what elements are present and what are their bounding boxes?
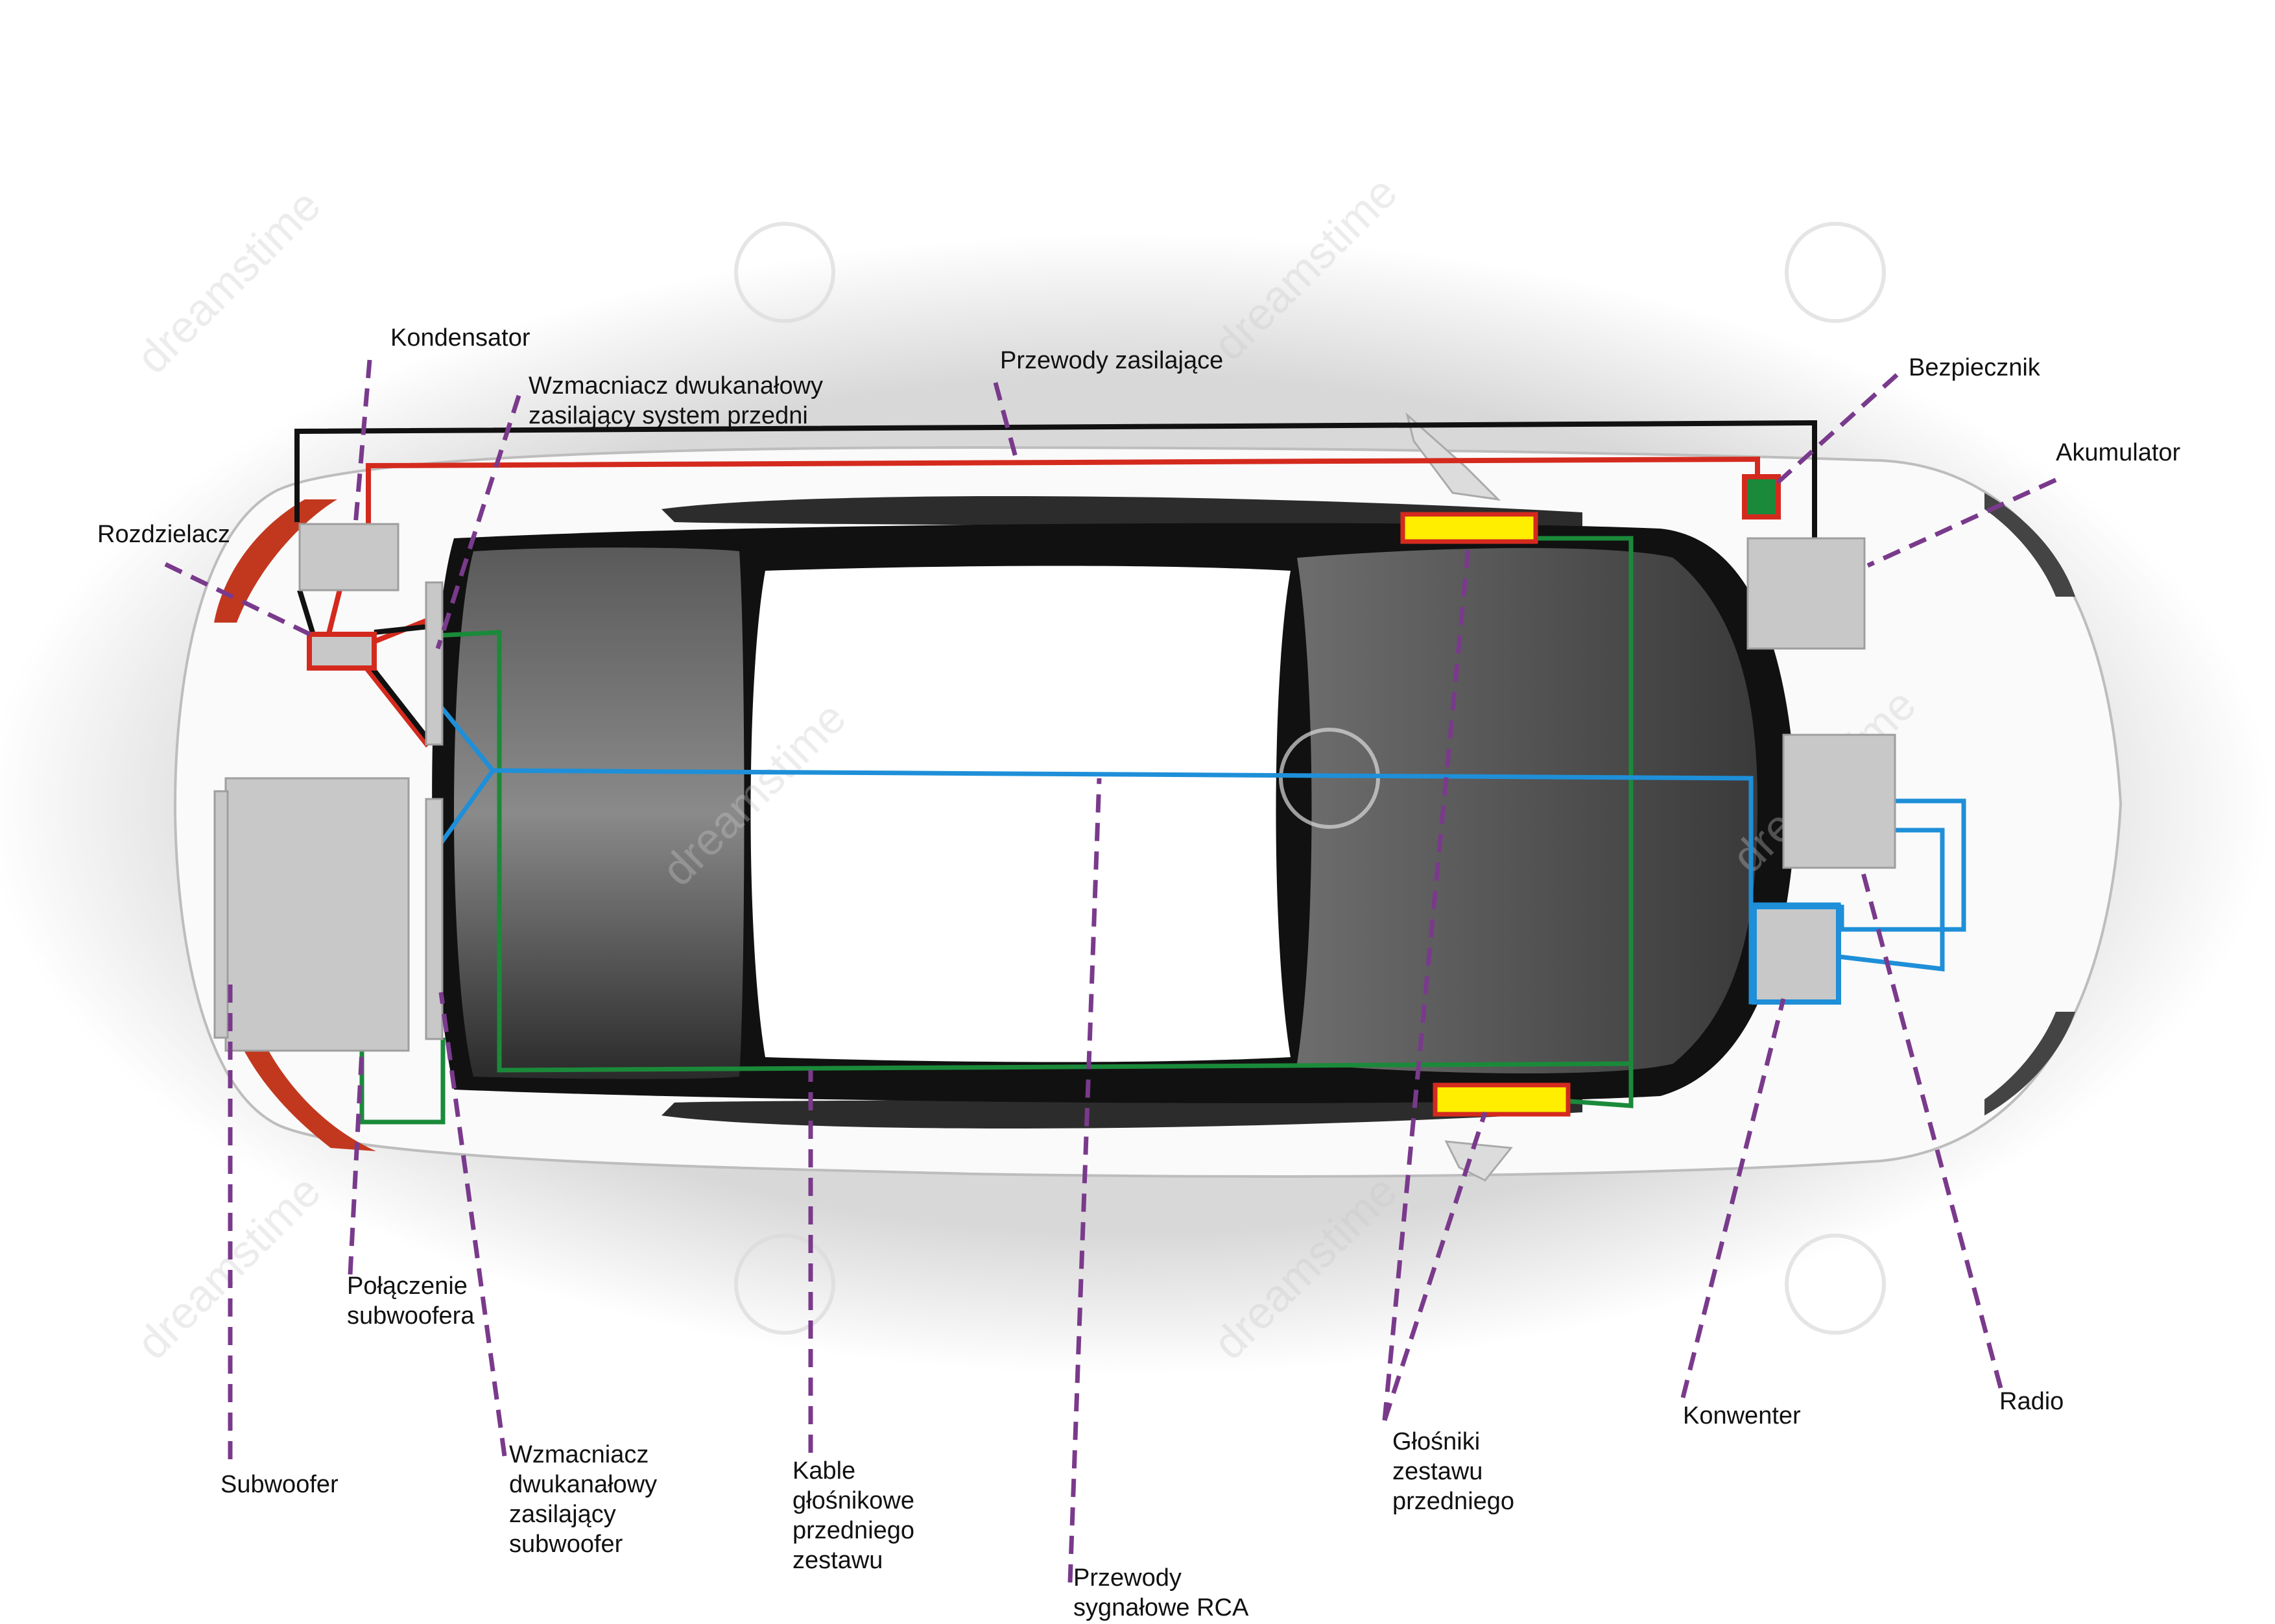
- front-speaker-bottom: [1433, 1082, 1571, 1117]
- label-subwoofer: Subwoofer: [220, 1471, 339, 1498]
- front-grille-top: [1984, 493, 2075, 597]
- distributor-box: [307, 632, 377, 671]
- cap-ground-wire: [297, 589, 317, 640]
- label-rozdzielacz: Rozdzielacz: [97, 521, 230, 548]
- label-akumulator: Akumulator: [2056, 439, 2181, 466]
- leader-wzmacniacz-przedni: [435, 394, 521, 650]
- leader-glosniki-bottom: [1382, 1111, 1488, 1422]
- watermark-logo-icon: [1785, 1234, 1886, 1335]
- main-power-wire: [366, 456, 1760, 525]
- watermark-text: dreamstime: [126, 180, 330, 383]
- distributor-ground-wire: [374, 623, 435, 635]
- label-bezpiecznik: Bezpiecznik: [1909, 354, 2040, 381]
- leader-przewody-zasilajace: [993, 382, 1019, 462]
- watermark-logo-icon: [1279, 728, 1380, 829]
- ground-wires: [294, 420, 1817, 741]
- sub-amp-ground-wire: [367, 663, 431, 741]
- cap-to-distributor-wire: [325, 586, 343, 639]
- front-speaker-wire-loop: [435, 536, 1634, 1073]
- sub-amplifier-box: [425, 798, 444, 1040]
- rca-split-bottom: [439, 769, 495, 845]
- label-kondensator: Kondensator: [390, 324, 530, 352]
- label-przewody-zasilajace: Przewody zasilające: [1000, 347, 1224, 374]
- main-ground-wire: [294, 420, 1817, 542]
- watermark-logo-icon: [734, 1234, 835, 1335]
- label-polaczenie-subwoofera: Połączenie subwoofera: [347, 1272, 475, 1330]
- front-amplifier-box: [425, 581, 444, 746]
- watermark-logo-icon: [734, 222, 835, 323]
- rear-tail-light-top: [214, 499, 337, 623]
- label-glosniki: Głośniki zestawu przedniego: [1392, 1428, 1515, 1515]
- label-wzmacniacz-przedni: Wzmacniacz dwukanałowy zasilający system…: [529, 372, 824, 429]
- battery-box: [1746, 537, 1866, 650]
- radio-box: [1782, 734, 1896, 869]
- label-radio: Radio: [1999, 1388, 2064, 1415]
- distributor-to-sub-amp-wire: [364, 666, 431, 748]
- fuse-box: [1742, 474, 1781, 519]
- front-speaker-wire-bottom: [1569, 1064, 1634, 1108]
- leader-konwenter: [1680, 998, 1786, 1398]
- leader-wzmacniacz-subwoofer: [438, 992, 507, 1457]
- label-konwenter: Konwenter: [1683, 1402, 1801, 1429]
- subwoofer-box: [224, 777, 410, 1052]
- subwoofer-box-back: [213, 790, 229, 1039]
- label-wzmacniacz-subwoofer: Wzmacniacz dwukanałowy zasilający subwoo…: [509, 1441, 658, 1558]
- rca-radio-loop-outer: [1839, 798, 1966, 932]
- components: [213, 474, 1896, 1117]
- roof-panel: [750, 566, 1291, 1062]
- rear-glass: [454, 547, 744, 1079]
- leader-glosniki-top: [1382, 541, 1471, 1421]
- rca-split-top: [439, 705, 495, 772]
- watermark-logo-icon: [1785, 222, 1886, 323]
- front-glass: [1297, 548, 1757, 1073]
- leader-przewody-rca: [1067, 778, 1102, 1583]
- leader-akumulator: [1866, 477, 2057, 568]
- front-grille-bottom: [1984, 1012, 2075, 1116]
- label-kable-glosnikowe: Kable głośnikowe przedniego zestawu: [792, 1457, 915, 1574]
- rca-main-wire: [492, 768, 1754, 908]
- label-przewody-rca: Przewody sygnałowe RCA: [1073, 1564, 1249, 1621]
- converter-box: [1752, 904, 1841, 1005]
- mirror-bottom: [1444, 1140, 1513, 1182]
- front-speaker-top: [1400, 512, 1538, 544]
- leader-radio: [1859, 865, 2003, 1389]
- leader-polaczenie-subwoofera: [348, 1050, 364, 1275]
- capacitor-box: [298, 523, 399, 591]
- leader-lines: [164, 359, 2057, 1583]
- watermark-logos: [734, 222, 1886, 1335]
